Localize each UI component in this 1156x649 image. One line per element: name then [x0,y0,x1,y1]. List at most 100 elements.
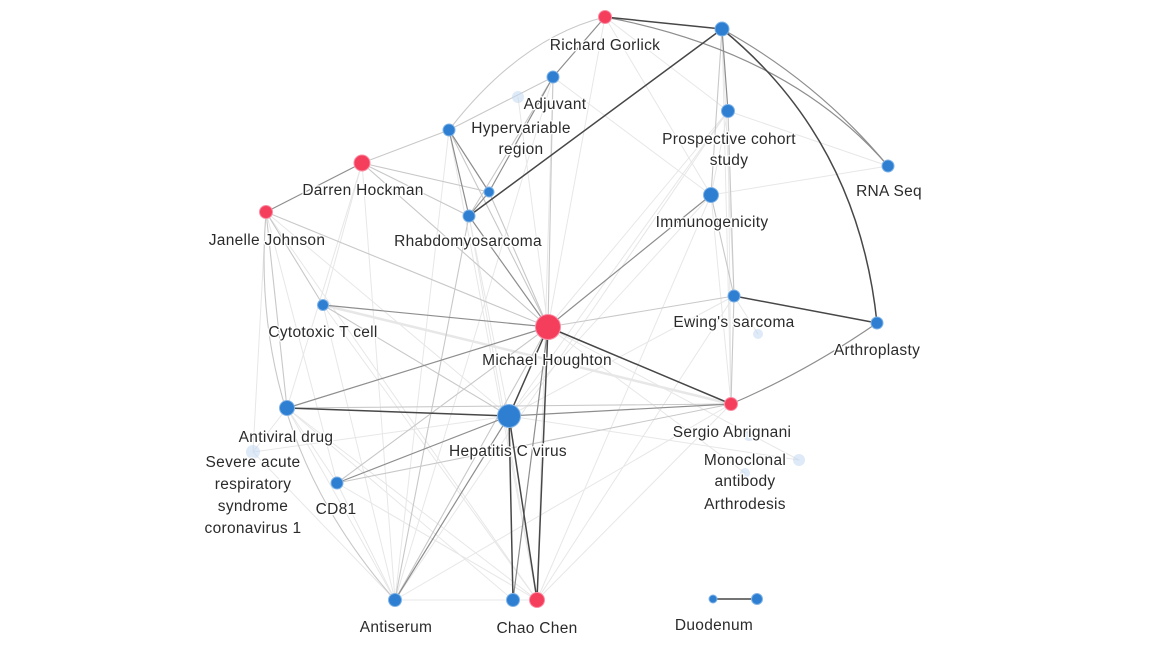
graph-edge-immuno-michael [547,194,712,328]
graph-edge-antiviral-cd81 [286,407,338,484]
graph-edge-michael-anti_g [547,326,746,474]
graph-node-bottom_blue[interactable] [506,593,520,607]
graph-node-antiserum[interactable] [388,593,402,607]
graph-node-hcv[interactable] [497,404,521,428]
graph-edge-cyto-sergio [321,303,733,406]
graph-edge-ewings-chao [536,295,735,601]
graph-node-chao-person[interactable] [529,592,545,608]
graph-edge-adjuvant-michael [547,76,554,328]
graph-node-adjuvant[interactable] [546,70,560,84]
graph-edge-rhabdo-hcv [468,215,510,417]
graph-node-immuno[interactable] [703,187,719,203]
graph-node-anti_g [740,468,750,478]
graph-edge-cyto-antiserum [322,304,396,601]
graph-node-rhabdo[interactable] [462,209,476,223]
graph-node-gorlick-person[interactable] [598,10,612,24]
graph-edge-janelle-antiserum [263,211,396,601]
graph-node-duo_r[interactable] [751,593,763,605]
graph-edge-michael-mono_g [547,326,800,461]
graph-edge-hcv-mono_g [508,415,800,461]
graph-node-darren-person[interactable] [353,154,371,172]
graph-edge-ewings-hcv [508,295,735,417]
graph-edge-ewings-arthro [733,295,878,324]
graph-edge-gorlick-top_blue [604,16,723,30]
graph-node-label-hcv: Hepatitis C virus [449,443,567,460]
graph-node-top_blue[interactable] [714,21,730,37]
graph-edge-ew_g-ewings [733,295,759,335]
graph-edge-top_blue-sergio [721,28,732,405]
graph-edge-sergio-chao [536,403,732,601]
graph-node-hyper[interactable] [442,123,456,137]
graph-node-serg_g [743,429,755,441]
graph-edge-adjuvant-small1 [488,76,554,193]
graph-edge-michael-antiserum [394,326,549,601]
graph-node-label-cyto: Cytotoxic T cell [268,324,377,341]
graph-edge-hyper-antiserum [394,129,450,601]
graph-edge-michael-adj_g [517,96,549,328]
graph-edge-prospective-ewings [727,110,735,297]
graph-edge-michael-hcv [508,326,549,417]
graph-edge-rhabdo-michael [468,215,549,328]
graph-node-sergio-person[interactable] [724,397,738,411]
graph-edges [252,16,889,601]
graph-edge-adjuvant-rhabdo [468,76,554,217]
graph-edge-hcv-sars_g [252,415,510,453]
graph-edge-immuno-hcv [508,194,712,417]
graph-edge-darren-cyto [322,162,363,306]
graph-node-label-rhabdo: Rhabdomyosarcoma [394,233,542,250]
graph-node-label-immuno: Immunogenicity [656,214,769,231]
graph-edge-cyto-chao [322,304,538,601]
graph-node-cyto[interactable] [317,299,329,311]
graph-edge-janelle-chao [265,211,538,601]
graph-edge-hcv-cyto [322,304,510,417]
graph-edge-hcv-cd81 [336,415,510,484]
graph-node-mono_g [793,454,805,466]
graph-edge-sars_g-antiviral [252,407,288,453]
graph-edge-hcv-antiserum [394,415,510,601]
graph-node-rna[interactable] [881,159,895,173]
graph-edge-arthro-sergio [730,322,878,405]
graph-node-janelle-person[interactable] [259,205,273,219]
graph-edge-hyper-chao [448,129,538,601]
graph-edge-antiviral-chao [286,407,538,601]
graph-node-label-arthro: Arthroplasty [834,342,920,359]
graph-edge-ewings-sergio [730,295,735,405]
graph-edge-gorlick-immuno [604,16,712,196]
graph-node-michael-person[interactable] [535,314,561,340]
graph-edge-hyper-darren [361,129,450,164]
graph-node-small1[interactable] [483,186,495,198]
graph-node-label-cd81: CD81 [316,501,357,518]
graph-edge-antiviral-bottom_blue [286,407,514,601]
graph-edge-hyper-rhabdo [448,129,470,217]
graph-edge-top_blue-ewings [721,28,735,297]
graph-edge-gorlick-michael [547,16,606,328]
graph-node-ewings[interactable] [727,289,741,303]
graph-edge-prospective-michael [547,110,729,328]
graph-edge-sergio-antiserum [394,403,732,601]
graph-node-cd81[interactable] [330,476,344,490]
graph-edge-hcv-sergio [508,403,732,417]
graph-edge-prospective-antiserum [394,110,729,601]
graph-edge-ewings-michael [547,295,735,328]
graph-node-antiviral[interactable] [279,400,295,416]
graph-edge-michael-cd81 [336,326,549,484]
graph-edge-top_blue-rna [721,28,889,167]
graph-node-duo_l[interactable] [708,594,718,604]
graph-edge-janelle-cyto [265,211,324,306]
graph-node-label-sergio: Sergio Abrignani [673,424,792,441]
graph-edge-cd81-antiserum [336,482,396,601]
graph-node-prospective[interactable] [721,104,735,118]
graph-edge-gorlick-prospective [604,16,729,112]
graph-edge-hcv-bottom_blue [508,415,514,601]
graph-edge-immuno-chao [536,194,712,601]
graph-edge-small1-darren [361,162,490,193]
graph-node-ew_g [753,329,763,339]
graph-node-label-antiviral: Antiviral drug [239,429,334,446]
graph-edge-sars_g-antiserum [252,451,396,601]
graph-node-label-darren: Darren Hockman [302,182,423,199]
graph-node-arthro[interactable] [870,316,884,330]
graph-edge-hyper-michael [448,129,549,328]
graph-edge-darren-janelle [265,162,363,213]
